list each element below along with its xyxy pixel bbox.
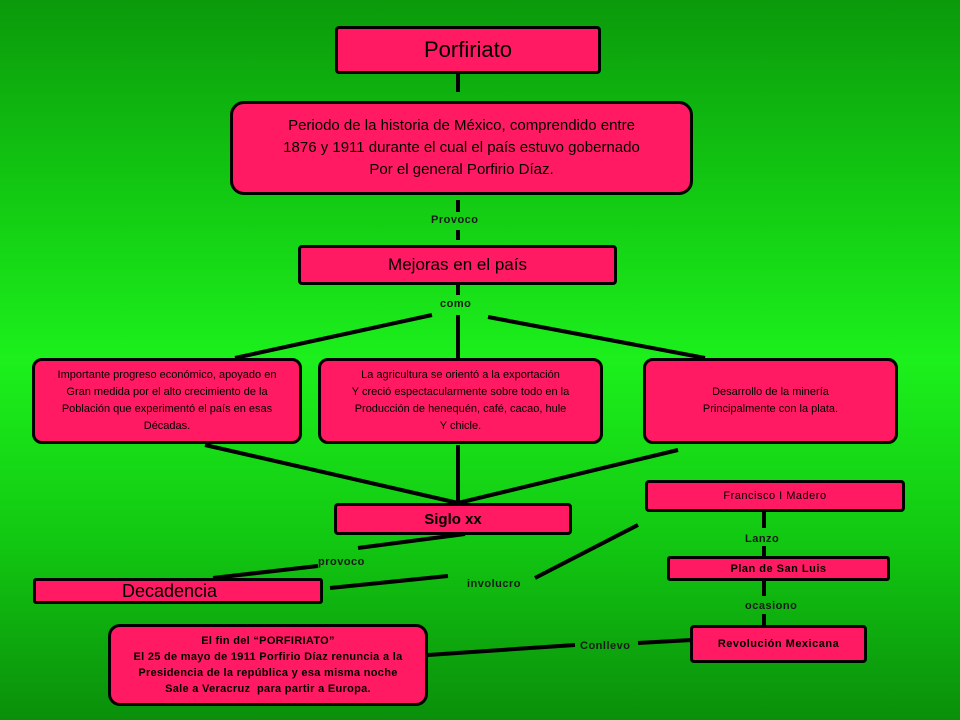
connector-lanzo: Lanzo [745, 533, 780, 545]
decline-text: Decadencia [122, 580, 218, 601]
agriculture-box: La agricultura se orientó a la exportaci… [318, 358, 603, 444]
connector-provoco-2: provoco [318, 556, 365, 568]
porfiriato-title: Porfiriato [423, 37, 513, 62]
connector-involucro: involucro [467, 578, 522, 590]
line-economy-century [204, 443, 459, 505]
end-text: El fin del “PORFIRIATO” El 25 de mayo de… [133, 635, 403, 695]
porfiriato-title-box: Porfiriato [335, 26, 601, 74]
line-century-provoco [357, 532, 466, 550]
revolution-text: Revolución Mexicana [717, 638, 840, 650]
line-como-mining [487, 315, 706, 360]
connector-ocasiono: ocasiono [745, 600, 798, 612]
century-text: Siglo xx [424, 510, 482, 528]
line-como-economy [234, 313, 433, 360]
line-involucro-madero [534, 523, 639, 580]
decline-box: Decadencia [33, 578, 323, 604]
agriculture-text: La agricultura se orientó a la exportaci… [351, 369, 570, 432]
line-decline-involucro [329, 574, 449, 590]
plan-text: Plan de San Luis [730, 562, 827, 575]
mining-text: Desarrollo de la minería Principalmente … [702, 386, 839, 415]
improvements-box: Mejoras en el país [298, 245, 617, 285]
economy-box: Importante progreso económico, apoyado e… [32, 358, 302, 444]
line-provoco-decline [212, 564, 319, 580]
plan-box: Plan de San Luis [667, 556, 890, 581]
end-box: El fin del “PORFIRIATO” El 25 de mayo de… [108, 624, 428, 706]
connector-conllevo: Conllevo [580, 640, 631, 652]
economy-text: Importante progreso económico, apoyado e… [57, 369, 277, 432]
connector-provoco-1: Provoco [431, 214, 479, 226]
definition-text: Periodo de la historia de México, compre… [283, 117, 640, 178]
line-conllevo-revolution [637, 638, 693, 645]
madero-box: Francisco I Madero [645, 480, 905, 512]
madero-text: Francisco I Madero [723, 490, 827, 502]
connector-como: como [440, 298, 472, 310]
line-end-conllevo [427, 643, 576, 657]
revolution-box: Revolución Mexicana [690, 625, 867, 663]
line-mining-century [457, 448, 679, 505]
improvements-text: Mejoras en el país [388, 255, 527, 274]
definition-box: Periodo de la historia de México, compre… [230, 101, 693, 195]
mining-box: Desarrollo de la minería Principalmente … [643, 358, 898, 444]
century-box: Siglo xx [334, 503, 572, 535]
